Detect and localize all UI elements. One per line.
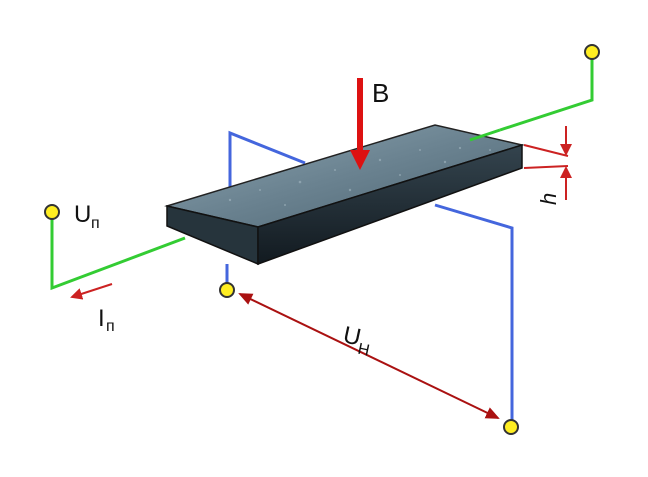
terminal-supply-right — [584, 44, 600, 60]
magnetic-field-arrow — [350, 78, 370, 170]
terminals — [44, 44, 600, 435]
hall-voltage-arrow — [238, 293, 500, 419]
label-u: U п — [74, 201, 100, 232]
label-uh-sub: H — [356, 341, 371, 360]
label-i-main: I — [98, 305, 105, 332]
label-h: h — [536, 193, 561, 205]
thickness-dimension — [523, 126, 572, 200]
plate-side-face — [257, 143, 523, 266]
semiconductor-plate — [164, 124, 525, 266]
label-i: I п — [98, 305, 115, 335]
plate-texture — [228, 146, 491, 206]
supply-wire-front — [469, 128, 501, 142]
label-uh: U H — [341, 321, 371, 360]
supply-wire — [50, 58, 594, 291]
terminal-hall-back — [503, 419, 519, 435]
label-b: B — [372, 78, 389, 108]
label-i-sub: п — [106, 318, 115, 335]
label-u-main: U — [74, 201, 91, 228]
label-u-sub: п — [91, 215, 100, 232]
terminal-supply-left — [44, 204, 60, 220]
current-arrow — [70, 283, 113, 300]
label-uh-main: U — [341, 321, 364, 351]
hall-wire-back — [228, 130, 514, 420]
terminal-hall-front — [219, 282, 235, 298]
